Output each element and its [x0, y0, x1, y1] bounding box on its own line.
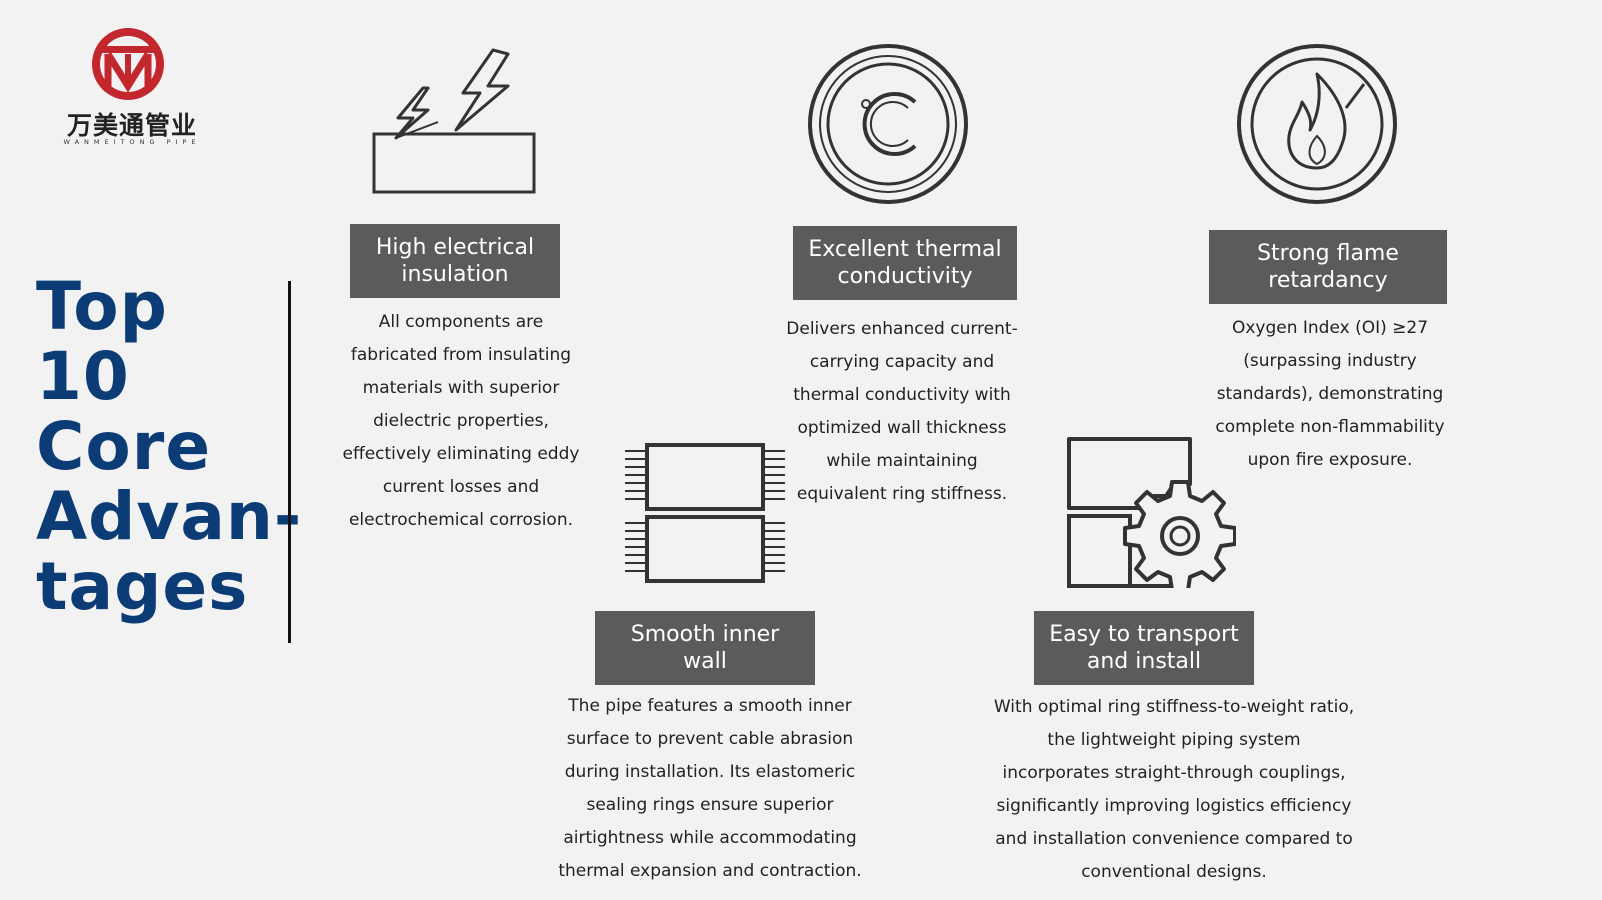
label-line: conductivity: [837, 264, 973, 289]
label-line: Excellent thermal: [808, 237, 1002, 262]
title-line: Core: [36, 408, 212, 485]
title-line: Advan-: [36, 478, 303, 555]
feature-description-thermal: Delivers enhanced current-carrying capac…: [786, 319, 1018, 504]
feature-label-easy-install: Easy to transport and install: [1034, 611, 1254, 685]
title-line: Top: [36, 268, 168, 345]
logo-emblem-icon: [92, 28, 164, 100]
feature-description-smooth-wall: The pipe features a smooth inner surface…: [558, 696, 862, 881]
label-line: wall: [683, 649, 727, 674]
page-title: Top 10 Core Advan- tages: [36, 268, 303, 625]
feature-description-insulation: All components are fabricated from insul…: [342, 312, 580, 530]
feature-label-insulation: High electrical insulation: [350, 224, 560, 298]
title-line: 10: [36, 338, 130, 415]
label-line: retardancy: [1268, 268, 1388, 293]
label-line: Strong flame: [1257, 241, 1399, 266]
logo-name: 万美通管业: [66, 111, 197, 140]
divider-line: [288, 281, 291, 643]
feature-description-flame: Oxygen Index (OI) ≥27 (surpassing indust…: [1215, 318, 1445, 470]
label-line: Smooth inner: [630, 622, 780, 647]
label-line: Easy to transport: [1049, 622, 1239, 647]
pipe-wall-icon: [625, 441, 785, 586]
title-line: tages: [36, 548, 249, 625]
feature-label-thermal: Excellent thermal conductivity: [793, 226, 1017, 300]
celsius-thermometer-icon: [803, 44, 973, 204]
label-line: and install: [1086, 649, 1202, 674]
company-logo: 万美通管业 WANMEITONG PIPE: [38, 24, 223, 154]
feature-label-flame: Strong flame retardancy: [1209, 230, 1447, 304]
no-fire-icon: [1232, 44, 1402, 204]
feature-description-easy-install: With optimal ring stiffness-to-weight ra…: [993, 697, 1355, 882]
label-line: insulation: [401, 262, 509, 287]
lightning-bolt-icon: [368, 48, 543, 198]
label-line: High electrical: [375, 235, 535, 260]
feature-label-smooth-wall: Smooth inner wall: [595, 611, 815, 685]
logo-subtitle: WANMEITONG PIPE: [63, 138, 201, 146]
gear-coupling-icon: [1066, 436, 1236, 588]
